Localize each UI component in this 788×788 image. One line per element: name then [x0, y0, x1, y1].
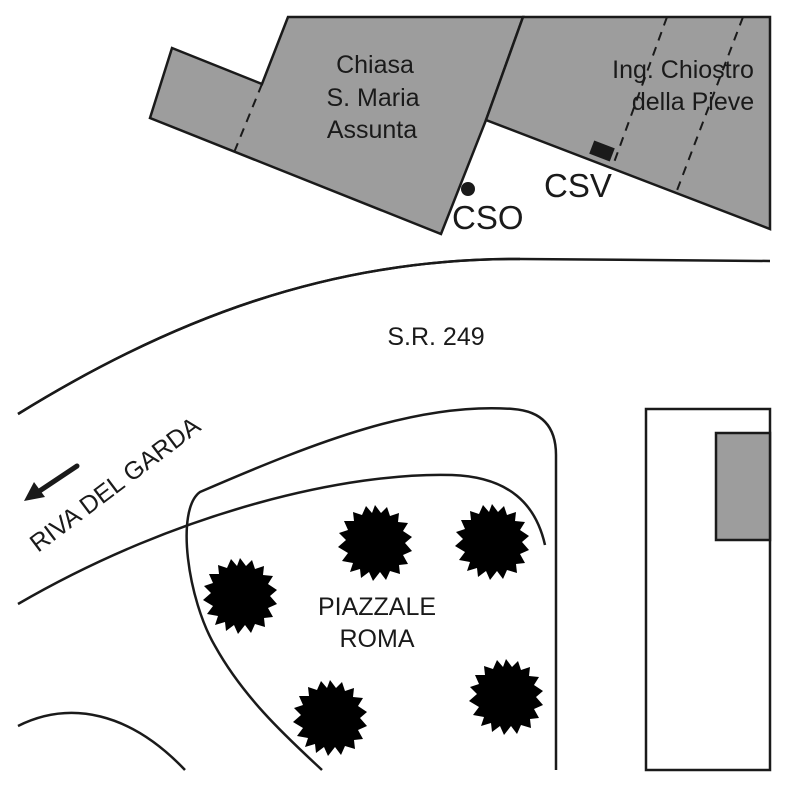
church-label-line2: S. Maria	[326, 84, 419, 112]
road-southwest-curb	[17, 711, 186, 771]
east-building	[714, 431, 772, 542]
piazzale-label-line1: PIAZZALE	[318, 593, 436, 621]
cloister-label-line1: Ing. Chiostro	[612, 56, 754, 84]
church-partition-line	[232, 83, 263, 156]
cloister-partition-line-1	[485, 16, 524, 121]
direction-arrow-icon	[24, 463, 80, 501]
tree-icon	[469, 659, 543, 735]
cloister-partition-line-2	[611, 16, 668, 169]
tree-icon	[455, 504, 529, 580]
cso-label: CSO	[452, 199, 524, 236]
east-block-outline	[644, 407, 772, 772]
tree-icon	[338, 505, 412, 581]
piazzale-label-line2: ROMA	[340, 625, 415, 653]
piazzale-outline	[185, 406, 558, 771]
tree-icon	[203, 558, 277, 634]
cloister-label-line2: della Pieve	[632, 88, 754, 116]
road-label: S.R. 249	[387, 323, 484, 351]
church-label-line3: Assunta	[327, 116, 417, 144]
road-piazzale-east-edge	[17, 257, 521, 416]
csv-marker-box	[589, 140, 615, 162]
csv-label: CSV	[544, 167, 612, 204]
tree-icon	[293, 680, 367, 756]
road-south-edge	[17, 473, 547, 606]
church-label-line1: Chiasa	[336, 51, 414, 79]
cso-marker-dot	[461, 182, 475, 196]
cloister-building	[484, 15, 772, 231]
